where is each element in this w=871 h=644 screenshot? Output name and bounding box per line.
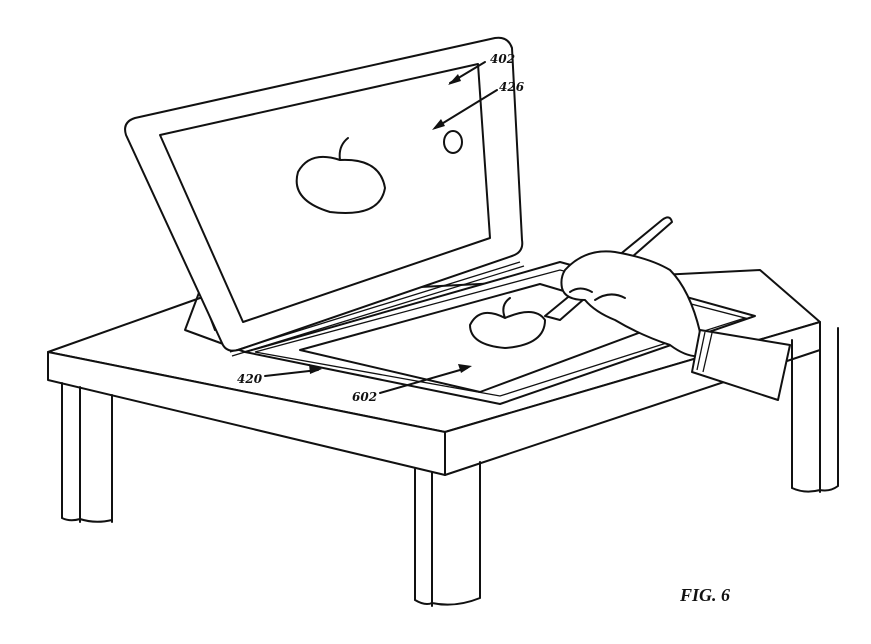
- table-leg-front: [414, 461, 481, 607]
- home-button: [443, 130, 463, 154]
- tablet-device: [124, 36, 525, 357]
- hand: [560, 250, 706, 358]
- tablet-screen: [159, 63, 491, 323]
- apple-drawing-input: [469, 297, 546, 349]
- apple-drawing-screen: [295, 137, 386, 214]
- table-leg-right: [791, 327, 839, 493]
- label-602: 602: [352, 390, 378, 404]
- figure-caption: FIG. 6: [680, 585, 731, 605]
- hand-with-stylus: [544, 216, 791, 401]
- leader-arrows: [264, 61, 498, 394]
- label-402: 402: [490, 52, 516, 66]
- sleeve: [691, 329, 791, 401]
- table-leg-left: [61, 382, 113, 523]
- label-420: 420: [237, 372, 263, 386]
- label-426: 426: [499, 80, 525, 94]
- stylus: [544, 216, 673, 321]
